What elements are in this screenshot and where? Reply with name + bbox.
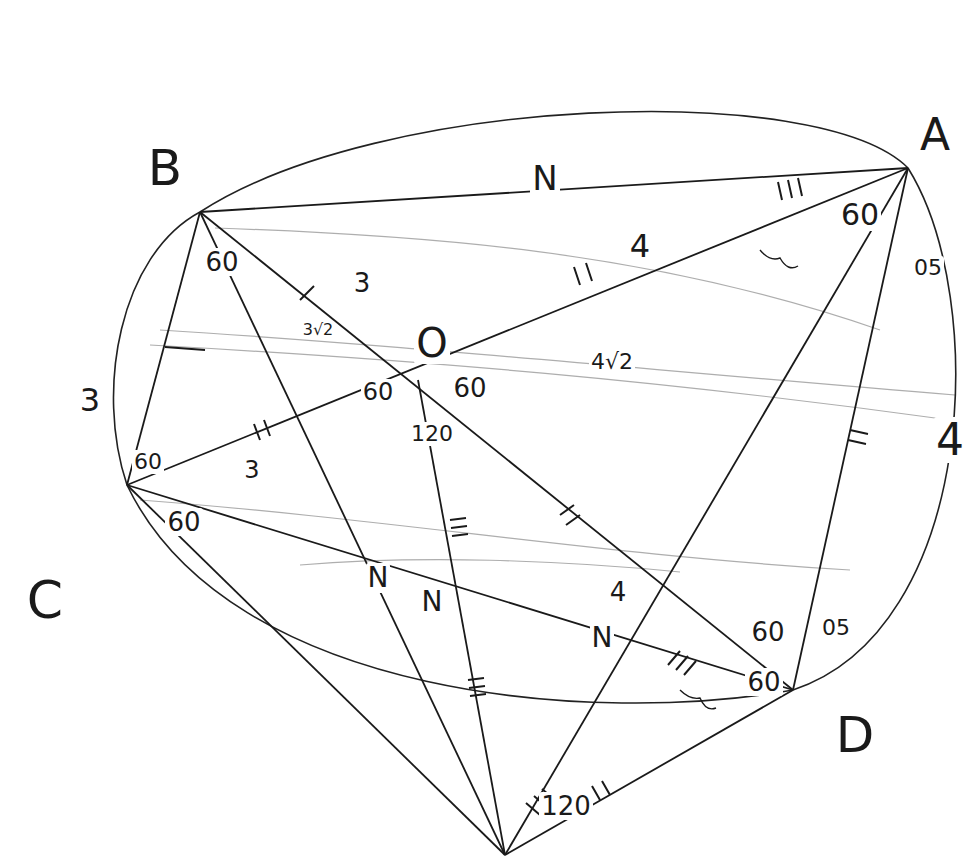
point-label: O: [414, 322, 449, 364]
tick-mark: [592, 781, 610, 800]
tick-mark: [560, 505, 580, 525]
segment-ed: [505, 690, 793, 855]
tick-mark: [468, 678, 486, 696]
side-mark: N: [420, 587, 445, 617]
angle-label: 60: [361, 379, 396, 405]
figure-lines: [127, 168, 908, 855]
length-label: 3: [242, 457, 261, 483]
tick-mark: [254, 420, 270, 440]
segment-bd: [200, 212, 793, 690]
angle-squiggle: [760, 250, 798, 268]
segment-cd: [127, 485, 793, 690]
length-label: 4: [628, 229, 652, 263]
side-mark: N: [530, 160, 559, 196]
faint-guide-line: [140, 500, 850, 570]
length-label: 4: [934, 417, 966, 463]
angle-label: 60: [749, 618, 786, 646]
segment-ae: [505, 168, 908, 855]
length-label: 4: [608, 578, 629, 606]
enclosing-curve: [113, 112, 955, 704]
point-label: C: [25, 573, 65, 627]
point-label: D: [834, 709, 877, 761]
tick-mark: [450, 518, 468, 536]
length-label: 3√2: [301, 321, 336, 339]
faint-guide-lines: [140, 228, 955, 572]
side-mark: N: [366, 563, 391, 593]
faint-guide-line: [300, 560, 680, 572]
angle-label: 05: [912, 256, 944, 280]
tick-mark: [778, 178, 802, 200]
tick-marks: [165, 178, 868, 815]
side-mark: N: [590, 623, 615, 653]
angle-label: 60: [165, 508, 202, 536]
faint-guide-line: [160, 330, 955, 395]
angle-squiggle: [680, 690, 716, 709]
angle-arcs: [680, 250, 798, 709]
angle-label: 120: [539, 792, 593, 820]
segment-ac: [127, 168, 908, 485]
angle-label: 60: [839, 199, 881, 231]
tick-mark: [300, 286, 314, 300]
angle-label: 120: [409, 422, 455, 446]
point-label: A: [918, 112, 952, 158]
tick-mark: [668, 651, 696, 675]
segment-be: [200, 212, 505, 855]
length-label: 4√2: [589, 350, 635, 374]
length-label: 3: [352, 269, 373, 297]
faint-guide-line: [150, 345, 950, 420]
point-label: B: [146, 142, 184, 194]
segment-oe: [418, 380, 505, 855]
angle-label: 60: [132, 450, 164, 474]
angle-label: 60: [745, 668, 782, 696]
angle-label: 05: [820, 616, 852, 640]
length-label: 3: [78, 383, 102, 417]
tick-mark: [165, 347, 205, 350]
segment-ad: [793, 168, 908, 690]
tick-mark: [574, 263, 592, 285]
angle-label: 60: [203, 248, 240, 276]
angle-label: 60: [451, 374, 488, 402]
tick-mark: [848, 430, 868, 444]
